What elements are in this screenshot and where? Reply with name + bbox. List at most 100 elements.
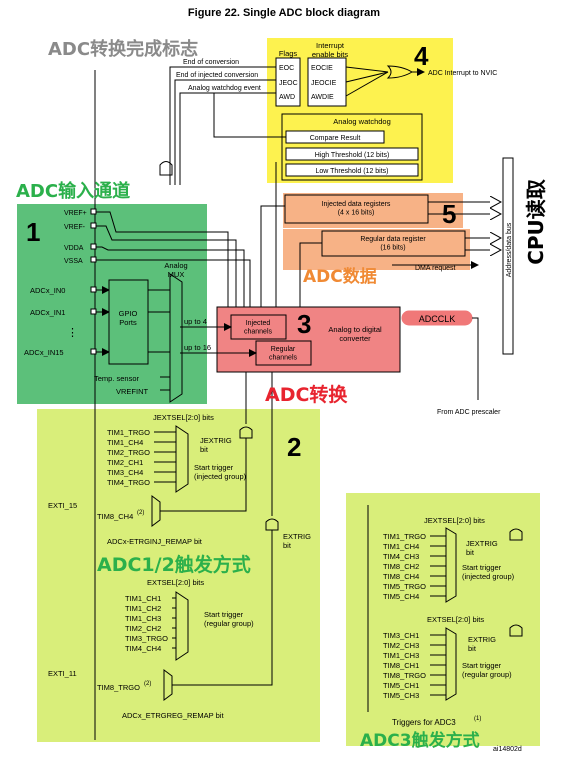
enable-eocie-label: EOCIE bbox=[311, 65, 333, 72]
adc12-inj-mux bbox=[175, 425, 189, 493]
signal-line-2 bbox=[179, 92, 276, 185]
annotation-adc3-trigger: ADC3触发方式 bbox=[360, 730, 480, 751]
adc3-inj-and-gate bbox=[509, 528, 523, 541]
watchdog-box bbox=[281, 113, 423, 181]
adc3-reg-item-3: TIM8_CH1 bbox=[383, 661, 419, 670]
prescaler-label: From ADC prescaler bbox=[437, 409, 501, 416]
core-to-regular-data bbox=[299, 242, 322, 307]
adc3-inj-item-6: TIM5_CH4 bbox=[383, 592, 419, 601]
vrefm-line bbox=[96, 225, 237, 307]
flag-awd-label: AWD bbox=[279, 94, 295, 101]
vdda-label: VDDA bbox=[64, 245, 84, 252]
nvic-label: ADC Interrupt to NVIC bbox=[428, 70, 497, 77]
annotation-number-5: 5 bbox=[442, 199, 456, 229]
adcclk-label: ADCCLK bbox=[419, 314, 456, 324]
up-to-4-label: up to 4 bbox=[184, 317, 207, 326]
annotation-adc-convert: ADC转换 bbox=[265, 383, 348, 406]
adc12-inj-remap-label: ADCx-ETRGINJ_REMAP bit bbox=[107, 537, 203, 546]
watchdog-title: Analog watchdog bbox=[333, 117, 391, 126]
signal-line-0 bbox=[169, 66, 276, 185]
annotation-cpu-read: CPU读取 bbox=[524, 179, 548, 265]
input-pin-6 bbox=[90, 348, 97, 355]
vref-minus-label: VREF- bbox=[64, 224, 86, 231]
adc3-inj-item-1: TIM1_CH4 bbox=[383, 542, 419, 551]
address-data-bus-label: Address/data bus bbox=[506, 222, 513, 277]
adc12-inj-item-2: TIM2_TRGO bbox=[107, 448, 150, 457]
adc3-jextsel-label: JEXTSEL[2:0] bits bbox=[424, 516, 485, 525]
adc12-reg-and-gate bbox=[265, 518, 279, 531]
injected-data-registers-label: Injected data registers(4 x 16 bits) bbox=[322, 201, 391, 216]
adc12-tim8-trgo-sup: (2) bbox=[144, 681, 151, 687]
adc3-reg-item-0: TIM3_CH1 bbox=[383, 631, 419, 640]
vref-line bbox=[96, 211, 229, 307]
adc12-inj-start-label: Start trigger(injected group) bbox=[194, 463, 247, 481]
vdda-line bbox=[96, 246, 245, 307]
adc12-reg-item-0: TIM1_CH1 bbox=[125, 594, 161, 603]
adc12-reg-mux bbox=[175, 591, 189, 661]
low-threshold-box bbox=[285, 163, 419, 177]
flag-gate-line bbox=[345, 71, 389, 97]
end-of-conversion-or-gate bbox=[159, 161, 173, 176]
adc12-reg-item-2: TIM1_CH3 bbox=[125, 614, 161, 623]
interrupt-enable-box bbox=[307, 57, 347, 107]
vssa-line bbox=[96, 259, 251, 307]
adc12-reg-item-1: TIM1_CH2 bbox=[125, 604, 161, 613]
annotation-number-3: 3 bbox=[297, 309, 311, 339]
or-gate bbox=[386, 65, 413, 79]
adc3-extsel-label: EXTSEL[2:0] bits bbox=[427, 615, 484, 624]
adc12-inj-item-4: TIM3_CH4 bbox=[107, 468, 143, 477]
adc3-reg-item-1: TIM2_CH3 bbox=[383, 641, 419, 650]
adc3-inj-mux bbox=[445, 527, 457, 603]
region-adc3-trigger bbox=[346, 493, 540, 746]
compare-result-box bbox=[285, 130, 385, 144]
figure-title: Figure 22. Single ADC block diagram bbox=[188, 7, 380, 19]
adc12-reg-item-4: TIM3_TRGO bbox=[125, 634, 168, 643]
annotation-number-1: 1 bbox=[26, 217, 40, 247]
adc-in1-label: ADCx_IN1 bbox=[30, 308, 65, 317]
dma-request-label: DMA request bbox=[415, 265, 456, 272]
adc3-inj-item-2: TIM4_CH3 bbox=[383, 552, 419, 561]
adc12-reg-trigger-line bbox=[172, 530, 273, 686]
annotation-number-4: 4 bbox=[414, 41, 429, 71]
annotation-adc12-trigger: ADC1/2触发方式 bbox=[97, 553, 251, 576]
adc12-inj-item-3: TIM2_CH1 bbox=[107, 458, 143, 467]
adc12-inj-remap-mux bbox=[151, 495, 161, 527]
watchdog-to-awd bbox=[213, 93, 286, 138]
vrefint-label: VREFINT bbox=[116, 387, 149, 396]
signal-label-2: Analog watchdog event bbox=[188, 85, 261, 92]
regular-data-register-label: Regular data register(16 bits) bbox=[360, 236, 426, 251]
adc3-inj-item-3: TIM8_CH2 bbox=[383, 562, 419, 571]
annotation-adc-complete-flag: ADC转换完成标志 bbox=[48, 38, 198, 60]
adc-in15-label: ADCx_IN15 bbox=[24, 348, 64, 357]
adc12-extsel-label: EXTSEL[2:0] bits bbox=[147, 578, 204, 587]
adc3-reg-item-6: TIM5_CH3 bbox=[383, 691, 419, 700]
adc3-inj-item-4: TIM8_CH4 bbox=[383, 572, 419, 581]
flags-box bbox=[275, 57, 301, 107]
flag-jeoc-label: JEOC bbox=[279, 80, 298, 87]
signal-label-0: End of conversion bbox=[183, 59, 239, 66]
annotation-number-2: 2 bbox=[287, 432, 301, 462]
adc-in0-label: ADCx_IN0 bbox=[30, 286, 65, 295]
enable-jeocie-label: JEOCIE bbox=[311, 80, 337, 87]
adc3-reg-item-2: TIM1_CH3 bbox=[383, 651, 419, 660]
adc3-inj-item-5: TIM5_TRGO bbox=[383, 582, 426, 591]
analog-mux-shape bbox=[169, 273, 183, 403]
input-pin-1 bbox=[90, 222, 97, 229]
adc12-inj-item-5: TIM4_TRGO bbox=[107, 478, 150, 487]
adc3-reg-mux bbox=[445, 627, 457, 701]
adc12-inj-trigger-line bbox=[160, 438, 247, 512]
signal-label-1: End of injected conversion bbox=[176, 72, 258, 79]
adc12-tim8-trgo-label: TIM8_TRGO bbox=[97, 683, 140, 692]
up-to-16-label: up to 16 bbox=[184, 343, 211, 352]
input-pin-4 bbox=[90, 286, 97, 293]
